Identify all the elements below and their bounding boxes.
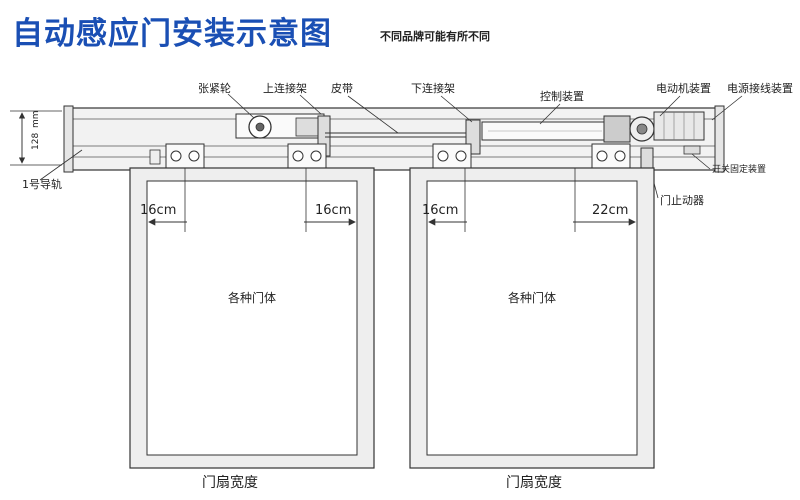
right-door-body-label: 各种门体 bbox=[508, 290, 556, 305]
dimension-right-right: 22cm bbox=[573, 203, 636, 226]
left-door bbox=[129, 167, 375, 469]
rail-height-dimension: 128 mm bbox=[10, 110, 62, 166]
controller-label: 控制装置 bbox=[540, 89, 584, 103]
switch-mount-label: 开关固定装置 bbox=[712, 163, 766, 175]
rail-no1-label: 1号导轨 bbox=[22, 177, 62, 191]
upper-bracket-label: 上连接架 bbox=[263, 82, 307, 95]
right-door-width-label: 门扇宽度 bbox=[506, 474, 562, 491]
door-stop-label: 门止动器 bbox=[660, 193, 704, 207]
motor-label: 电动机装置 bbox=[656, 81, 711, 95]
dim-right-left-text: 16cm bbox=[422, 203, 458, 218]
diagram-subtitle: 不同品牌可能有所不同 bbox=[380, 30, 490, 43]
hanger-wheel-3 bbox=[432, 143, 472, 169]
left-door-width-label: 门扇宽度 bbox=[202, 474, 258, 491]
dim-left-right-text: 16cm bbox=[315, 203, 351, 218]
tensioner-pulley bbox=[235, 113, 325, 139]
hanger-wheel-1 bbox=[149, 143, 205, 169]
dim-left-left-text: 16cm bbox=[140, 203, 176, 218]
motor-unit bbox=[603, 111, 705, 143]
door-stop bbox=[640, 147, 654, 169]
hanger-wheel-4 bbox=[591, 143, 631, 169]
switch-mount bbox=[683, 145, 701, 155]
lower-bracket-label: 下连接架 bbox=[411, 82, 455, 95]
dimension-left-right: 16cm bbox=[304, 203, 356, 226]
diagram-title: 自动感应门安装示意图 bbox=[12, 16, 332, 52]
left-door-body-label: 各种门体 bbox=[228, 290, 276, 305]
controller-unit bbox=[481, 121, 609, 141]
rail-label-group: 1号导轨 bbox=[22, 149, 83, 191]
rail-height-unit: mm bbox=[31, 110, 41, 128]
rail-height-value: 128 bbox=[31, 133, 41, 150]
belt bbox=[325, 132, 468, 138]
dimension-left-left: 16cm bbox=[140, 203, 187, 226]
tensioner-label: 张紧轮 bbox=[198, 81, 231, 95]
hanger-wheel-2 bbox=[287, 143, 327, 169]
right-door bbox=[409, 167, 655, 469]
belt-label: 皮带 bbox=[331, 82, 353, 95]
dim-right-right-text: 22cm bbox=[592, 203, 628, 218]
power-wiring-label: 电源接线装置 bbox=[727, 81, 793, 95]
dimension-right-left: 16cm bbox=[422, 203, 467, 226]
